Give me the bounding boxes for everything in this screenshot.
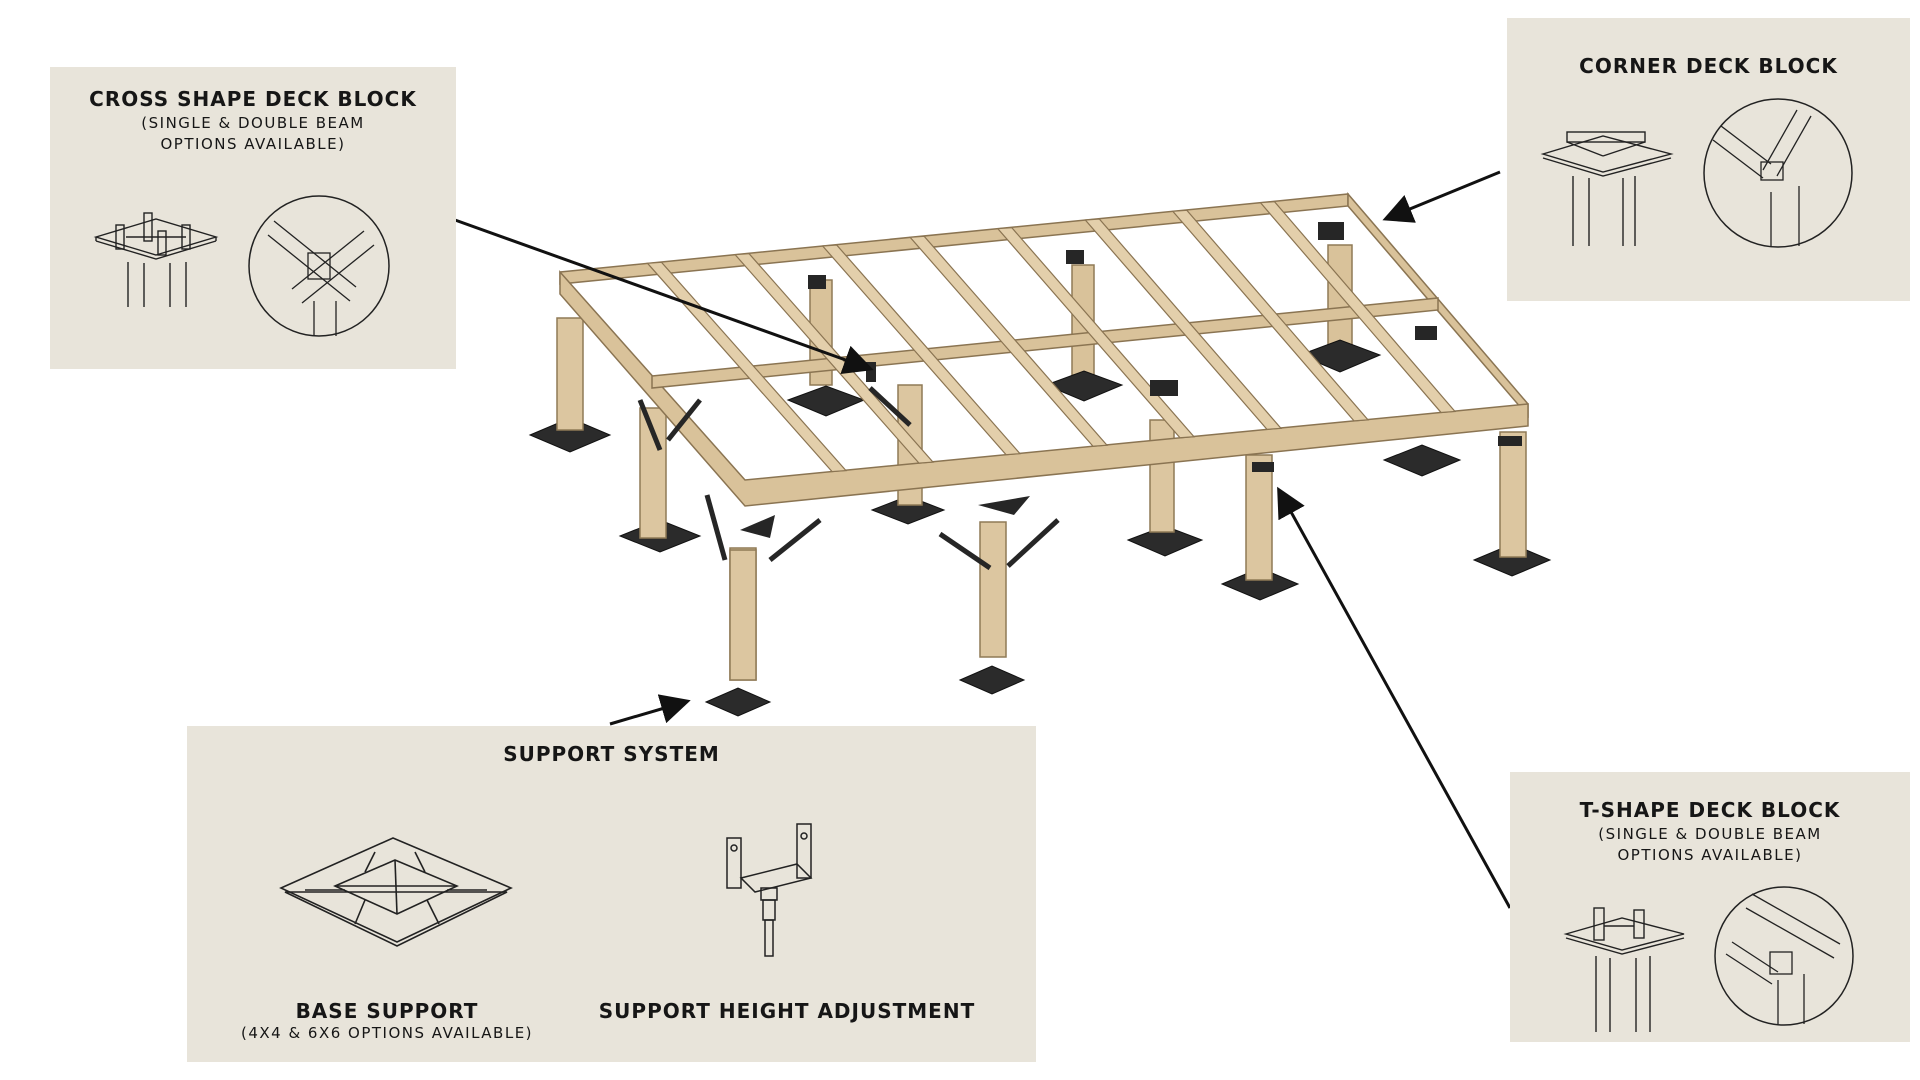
support-panel-title: SUPPORT SYSTEM xyxy=(503,742,720,766)
frame-beams xyxy=(559,191,1529,507)
t-block-icon xyxy=(1563,907,1685,1032)
joist xyxy=(733,253,935,464)
cross-panel-subtitle: (SINGLE & DOUBLE BEAM OPTIONS AVAILABLE) xyxy=(50,113,456,155)
base-support-subtitle: (4X4 & 6X6 OPTIONS AVAILABLE) xyxy=(240,1024,534,1042)
joist xyxy=(908,235,1109,447)
support-arrow xyxy=(609,694,691,726)
cross-block-icon xyxy=(93,212,219,307)
corner-block-icon xyxy=(1540,131,1674,246)
joist xyxy=(996,227,1196,439)
t-detail-icon xyxy=(1714,886,1854,1026)
tshape-panel-title: T-SHAPE DECK BLOCK xyxy=(1579,798,1841,822)
corner-panel-title: CORNER DECK BLOCK xyxy=(1579,54,1838,78)
near-posts xyxy=(556,317,1527,681)
joist xyxy=(646,261,848,473)
cross-detail-icon xyxy=(248,195,390,337)
joist xyxy=(1084,218,1283,430)
callout-arrows xyxy=(454,170,1512,909)
loose-brace xyxy=(637,386,1060,571)
joist xyxy=(1171,209,1370,422)
base-support-icon xyxy=(279,837,513,947)
cross-deck-block-panel: CROSS SHAPE DECK BLOCK (SINGLE & DOUBLE … xyxy=(50,67,456,369)
t-shape-deck-block-panel: T-SHAPE DECK BLOCK (SINGLE & DOUBLE BEAM… xyxy=(1510,772,1910,1042)
tshape-panel-subtitle: (SINGLE & DOUBLE BEAM OPTIONS AVAILABLE) xyxy=(1510,824,1910,866)
corner-arrow xyxy=(1382,170,1501,223)
joists xyxy=(646,201,1457,473)
cross-sub-line2: OPTIONS AVAILABLE) xyxy=(160,135,346,153)
height-adjustment-title: SUPPORT HEIGHT ADJUSTMENT xyxy=(598,999,976,1023)
base-pads xyxy=(528,339,1552,717)
base-support-title: BASE SUPPORT xyxy=(295,999,479,1023)
tshape-sub-line2: OPTIONS AVAILABLE) xyxy=(1617,846,1803,864)
corner-detail-icon xyxy=(1703,98,1853,248)
loose-post-left xyxy=(729,549,757,681)
tshape-sub-line1: (SINGLE & DOUBLE BEAM xyxy=(1598,825,1822,843)
height-adjustment-icon xyxy=(726,823,813,957)
tshape-arrow xyxy=(1277,486,1512,909)
cross-panel-title: CROSS SHAPE DECK BLOCK xyxy=(89,87,417,111)
corner-deck-block-panel: CORNER DECK BLOCK xyxy=(1507,18,1910,301)
joist xyxy=(821,244,1022,456)
cross-sub-line1: (SINGLE & DOUBLE BEAM xyxy=(141,114,365,132)
support-system-panel: SUPPORT SYSTEM BASE SUPPORT (4X4 & 6X6 O… xyxy=(187,726,1036,1062)
joist xyxy=(1259,201,1457,414)
cross-arrow xyxy=(454,218,874,375)
